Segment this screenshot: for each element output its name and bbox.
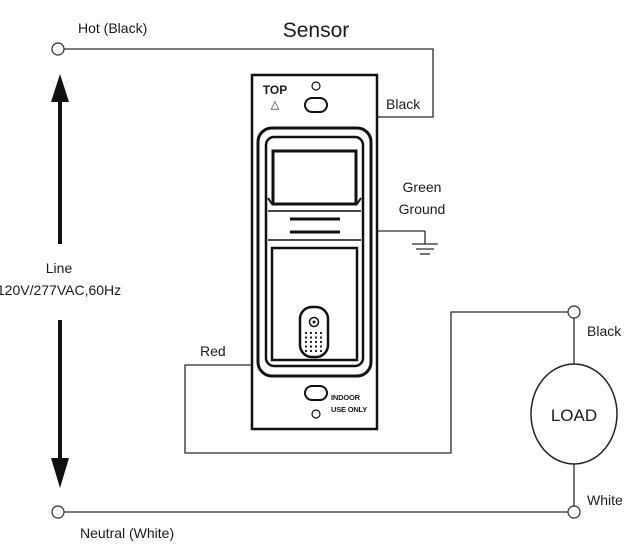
vent-dot (319, 349, 323, 353)
lens-divider-left (267, 197, 273, 205)
vent-dot (319, 345, 323, 348)
vent-dot (309, 336, 313, 339)
indoor-label: INDOOR (331, 393, 361, 402)
ground-symbol-icon (412, 231, 438, 255)
vent-dot (314, 331, 318, 335)
vent-dot (304, 331, 308, 335)
load-black-label: Black (587, 323, 622, 339)
vent-dot (319, 336, 323, 339)
hot-wire (60, 48, 434, 118)
load-black-terminal-icon (567, 305, 581, 319)
vent-dot (314, 336, 318, 339)
down-arrow-icon (51, 320, 69, 488)
red-wire-label: Red (200, 343, 226, 359)
green-label: Green (403, 179, 442, 195)
top-screw-slot-icon (304, 97, 328, 113)
vent-dot (309, 349, 313, 353)
top-screw-icon (311, 81, 321, 91)
load-label: LOAD (551, 406, 597, 425)
device-top-arrow: △ (271, 99, 280, 111)
vent-dot (304, 349, 308, 353)
ground-label: Ground (399, 201, 446, 217)
bottom-screw-icon (311, 409, 321, 419)
vent-dot (319, 340, 323, 344)
hot-terminal-icon (51, 42, 65, 56)
line-label: Line (46, 260, 73, 276)
black-wire-label: Black (386, 96, 421, 112)
sensor-lens (271, 149, 358, 206)
vent-dot (309, 345, 313, 348)
lens-divider-right (356, 197, 362, 205)
use-only-label: USE ONLY (331, 405, 367, 414)
vent-dot (304, 336, 308, 339)
indicator-led-dot (312, 320, 316, 324)
vent-dot (309, 331, 313, 335)
load-circle (530, 363, 618, 465)
up-arrow-icon (51, 74, 69, 244)
diagram-title: Sensor (283, 19, 350, 42)
hot-label: Hot (Black) (78, 20, 147, 36)
vent-dot (304, 340, 308, 344)
bottom-screw-slot-icon (304, 385, 328, 401)
load-white-terminal-icon (567, 505, 581, 519)
vent-dot (304, 345, 308, 348)
vent-dot (314, 345, 318, 348)
vent-dot (314, 340, 318, 344)
red-wire (184, 311, 568, 454)
neutral-terminal-icon (51, 505, 65, 519)
vent-dot (314, 349, 318, 353)
light-sensor-window (298, 305, 330, 359)
vent-grille (304, 331, 323, 353)
neutral-label: Neutral (White) (80, 525, 174, 541)
line-spec-label: 120V/277VAC,60Hz (0, 282, 121, 298)
vent-dot (309, 340, 313, 344)
device-top-label: TOP (263, 83, 287, 97)
sensor-device: TOP △ INDOOR USE ONLY (250, 73, 379, 431)
vent-dot (319, 331, 323, 335)
load-white-label: White (587, 492, 623, 508)
